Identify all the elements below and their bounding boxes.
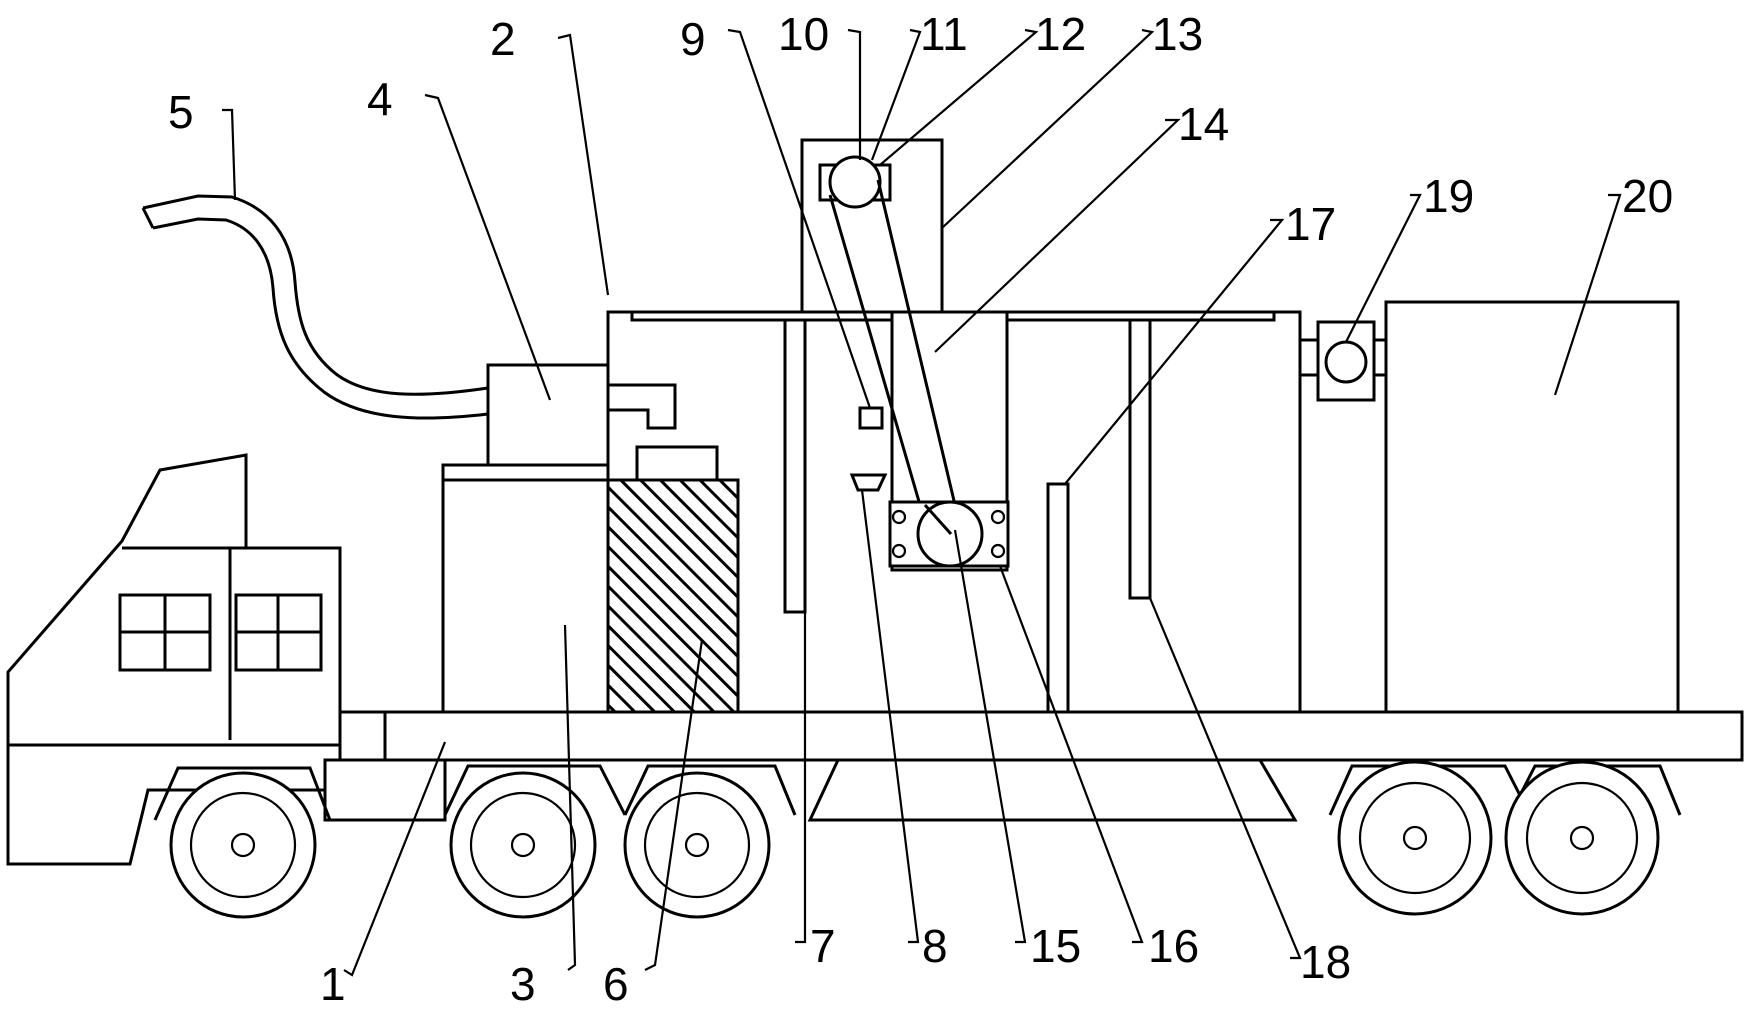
- support-base: [807, 758, 1298, 822]
- truck-cab: [6, 453, 342, 866]
- label-18: 18: [1300, 936, 1351, 988]
- label-20: 20: [1622, 170, 1673, 222]
- label-12: 12: [1035, 8, 1086, 60]
- label-1: 1: [320, 958, 346, 1009]
- pump: [1298, 320, 1388, 402]
- water-tank: [1384, 300, 1680, 714]
- wheel: [153, 766, 332, 919]
- label-11: 11: [920, 8, 968, 60]
- motor-block: [888, 500, 1010, 568]
- hatched-tank: [606, 445, 740, 714]
- reference-labels: 1 2 3 4 5 6 7 8 9 10 11 12 13 14 15 16 1…: [168, 8, 1673, 1009]
- generator-box: [441, 463, 610, 714]
- wheel: [1328, 760, 1532, 916]
- fan-unit: [486, 363, 610, 467]
- leader-lines: [222, 28, 1622, 977]
- label-13: 13: [1152, 8, 1203, 60]
- label-2: 2: [490, 13, 516, 65]
- suction-hose: [141, 194, 489, 420]
- label-17: 17: [1285, 198, 1336, 250]
- label-10: 10: [778, 8, 829, 60]
- label-7: 7: [810, 920, 836, 972]
- wheel: [443, 764, 627, 919]
- tower: [800, 138, 957, 506]
- label-19: 19: [1423, 170, 1474, 222]
- label-9: 9: [680, 13, 706, 65]
- label-6: 6: [603, 958, 629, 1009]
- label-14: 14: [1178, 98, 1229, 150]
- label-15: 15: [1030, 920, 1081, 972]
- label-4: 4: [367, 73, 393, 125]
- label-5: 5: [168, 86, 194, 138]
- wheel: [1504, 760, 1682, 916]
- label-8: 8: [922, 920, 948, 972]
- wheel: [623, 764, 797, 919]
- label-16: 16: [1148, 920, 1199, 972]
- label-3: 3: [510, 958, 536, 1009]
- wheels: [153, 760, 1682, 919]
